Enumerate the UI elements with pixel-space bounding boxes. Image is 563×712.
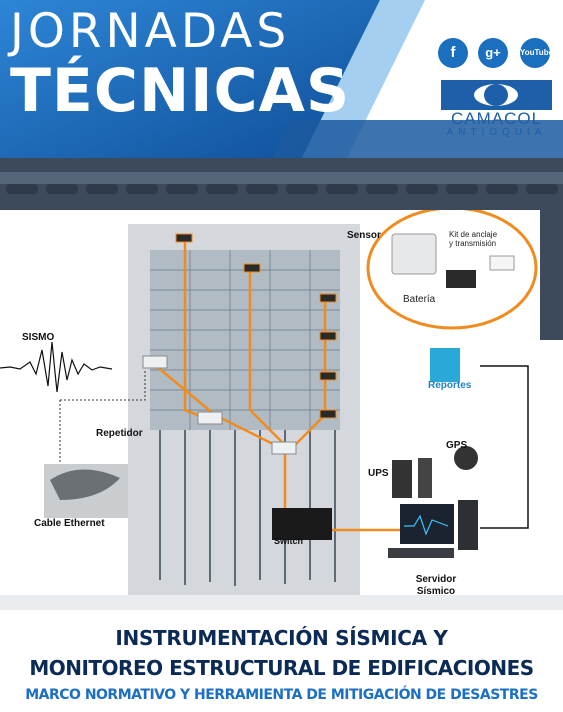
camacol-logo-mark bbox=[441, 80, 552, 110]
label-sensor: Sensor bbox=[347, 230, 381, 241]
logo-name: CAMACOL bbox=[450, 109, 543, 128]
label-ups: UPS bbox=[368, 468, 389, 479]
googleplus-icon[interactable]: g+ bbox=[478, 38, 508, 68]
decorative-band bbox=[0, 158, 563, 216]
footer-title-line-2: MONITOREO ESTRUCTURAL DE EDIFICACIONES bbox=[29, 656, 534, 680]
label-cable-ethernet: Cable Ethernet bbox=[34, 518, 105, 529]
diagram-graphics bbox=[0, 210, 563, 610]
monitoring-diagram: Sensor Kit de anclaje y transmisión Bate… bbox=[0, 210, 563, 610]
label-kit: Kit de anclaje y transmisión bbox=[449, 230, 498, 248]
facebook-icon[interactable]: f bbox=[438, 38, 468, 68]
title-line-1: JORNADAS bbox=[10, 4, 291, 59]
label-reportes: Reportes bbox=[428, 380, 472, 391]
header-banner: JORNADAS TÉCNICAS f g+ YouTube CAMACOL A… bbox=[0, 0, 563, 162]
band-tabs bbox=[0, 172, 563, 194]
youtube-icon[interactable]: YouTube bbox=[520, 38, 553, 68]
label-sismo: SISMO bbox=[22, 332, 55, 343]
header-background bbox=[0, 0, 563, 162]
label-gps: GPS bbox=[446, 440, 468, 451]
label-bateria: Batería bbox=[403, 294, 436, 305]
footer-title-line-1: INSTRUMENTACIÓN SÍSMICA Y bbox=[115, 626, 448, 650]
title-line-2: TÉCNICAS bbox=[10, 56, 351, 126]
logo-symbol-icon bbox=[474, 84, 518, 106]
footer-subtitle: MARCO NORMATIVO Y HERRAMIENTA DE MITIGAC… bbox=[25, 687, 538, 703]
label-servidor: Servidor Sísmico bbox=[415, 574, 457, 597]
label-repetidor: Repetidor bbox=[96, 428, 143, 439]
logo-region: ANTIOQUIA bbox=[446, 127, 547, 138]
label-switch: Switch bbox=[274, 536, 304, 546]
